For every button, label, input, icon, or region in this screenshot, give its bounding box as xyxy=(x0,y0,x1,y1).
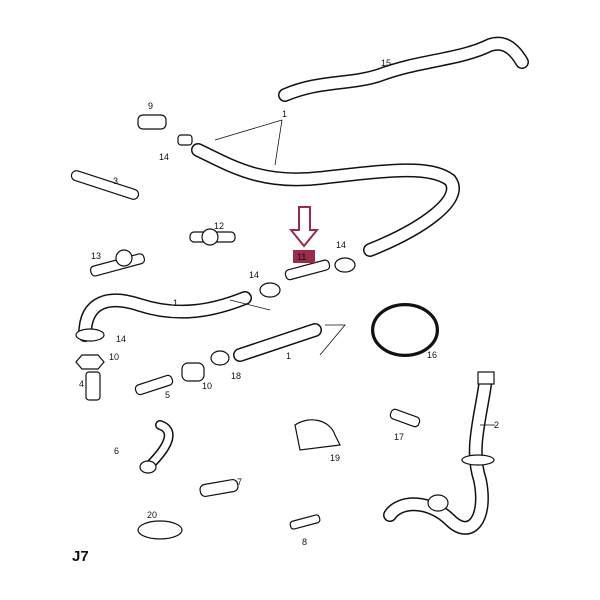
label-1: 1 xyxy=(173,298,178,308)
label-19: 19 xyxy=(330,453,340,463)
part-11-badge xyxy=(293,250,315,263)
label-8: 8 xyxy=(302,537,307,547)
label-17: 17 xyxy=(394,432,404,442)
label-15: 15 xyxy=(381,58,391,68)
label-10: 10 xyxy=(202,381,212,391)
hose-15 xyxy=(278,36,529,102)
label-7: 7 xyxy=(237,477,242,487)
label-1: 1 xyxy=(282,109,287,119)
label-4: 4 xyxy=(79,379,84,389)
label-6: 6 xyxy=(114,446,119,456)
hose-6 xyxy=(139,420,174,474)
label-2: 2 xyxy=(494,420,499,430)
highlight-arrow xyxy=(288,206,320,263)
clamp-16 xyxy=(371,303,439,357)
small-parts xyxy=(70,114,421,540)
hose-1-upper xyxy=(191,143,460,257)
hose-2 xyxy=(383,371,495,535)
label-16: 16 xyxy=(427,350,437,360)
hose-1-middle xyxy=(78,291,252,342)
label-10: 10 xyxy=(109,352,119,362)
diagram-code: J7 xyxy=(72,548,89,565)
hose-1-short xyxy=(233,323,322,362)
label-14: 14 xyxy=(249,270,259,280)
label-1: 1 xyxy=(286,351,291,361)
label-11: 11 xyxy=(297,252,306,262)
label-13: 13 xyxy=(91,251,101,261)
label-3: 3 xyxy=(113,176,118,186)
label-5: 5 xyxy=(165,390,170,400)
leader-lines xyxy=(214,119,495,426)
label-14: 14 xyxy=(159,152,169,162)
label-20: 20 xyxy=(147,510,157,520)
label-9: 9 xyxy=(148,101,153,111)
label-12: 12 xyxy=(214,221,224,231)
label-18: 18 xyxy=(231,371,241,381)
label-14: 14 xyxy=(336,240,346,250)
label-14: 14 xyxy=(116,334,126,344)
